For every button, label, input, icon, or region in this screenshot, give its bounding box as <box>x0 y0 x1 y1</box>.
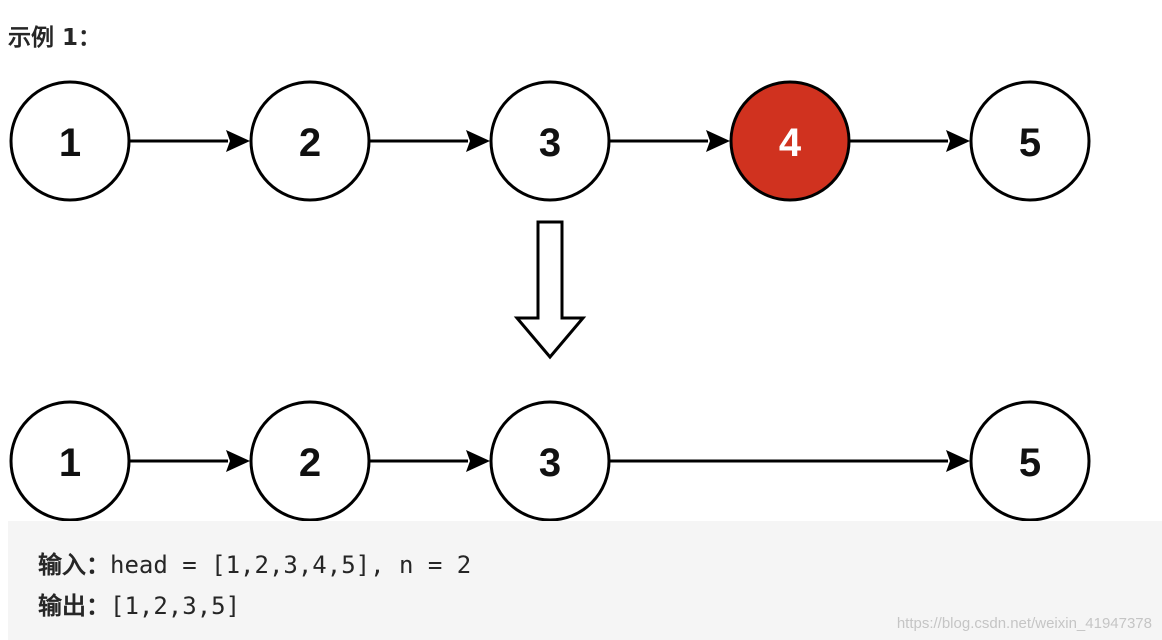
list-node-2 <box>249 80 371 202</box>
node-label-1: 1 <box>59 121 81 165</box>
input-value: head = [1,2,3,4,5], n = 2 <box>110 551 472 579</box>
list-node-1 <box>9 400 131 522</box>
node-label-4: 4 <box>779 121 802 165</box>
arrowhead-icon <box>226 130 250 152</box>
list-node-5 <box>969 400 1091 522</box>
arrowhead-icon <box>706 130 730 152</box>
arrowhead-icon <box>946 450 970 472</box>
input-line: 输入：head = [1,2,3,4,5], n = 2 <box>38 545 1162 586</box>
arrowhead-icon <box>466 450 490 472</box>
arrowhead-icon <box>466 130 490 152</box>
example-io-block: 输入：head = [1,2,3,4,5], n = 2 输出：[1,2,3,5… <box>8 521 1162 640</box>
output-line: 输出：[1,2,3,5] <box>38 586 1162 627</box>
node-label-3: 3 <box>539 441 561 485</box>
list-before-removal: 1 2 3 4 5 <box>9 80 1091 202</box>
node-label-3: 3 <box>539 121 561 165</box>
node-label-2: 2 <box>299 121 321 165</box>
list-node-2 <box>249 400 371 522</box>
example-heading: 示例 1： <box>8 25 102 51</box>
transform-down-arrow-icon <box>513 220 587 360</box>
removed-node-4 <box>729 80 851 202</box>
list-node-3 <box>489 80 611 202</box>
node-label-5: 5 <box>1019 121 1041 165</box>
node-label-1: 1 <box>59 441 81 485</box>
arrowhead-icon <box>226 450 250 472</box>
list-node-1 <box>9 80 131 202</box>
output-value: [1,2,3,5] <box>110 592 241 620</box>
list-after-removal: 1 2 3 5 <box>9 400 1091 522</box>
list-node-5 <box>969 80 1091 202</box>
node-label-2: 2 <box>299 441 321 485</box>
list-node-3 <box>489 400 611 522</box>
node-label-5: 5 <box>1019 441 1041 485</box>
arrowhead-icon <box>946 130 970 152</box>
input-label: 输入： <box>38 551 110 579</box>
watermark: https://blog.csdn.net/weixin_41947378 <box>896 615 1152 632</box>
output-label: 输出： <box>38 592 110 620</box>
